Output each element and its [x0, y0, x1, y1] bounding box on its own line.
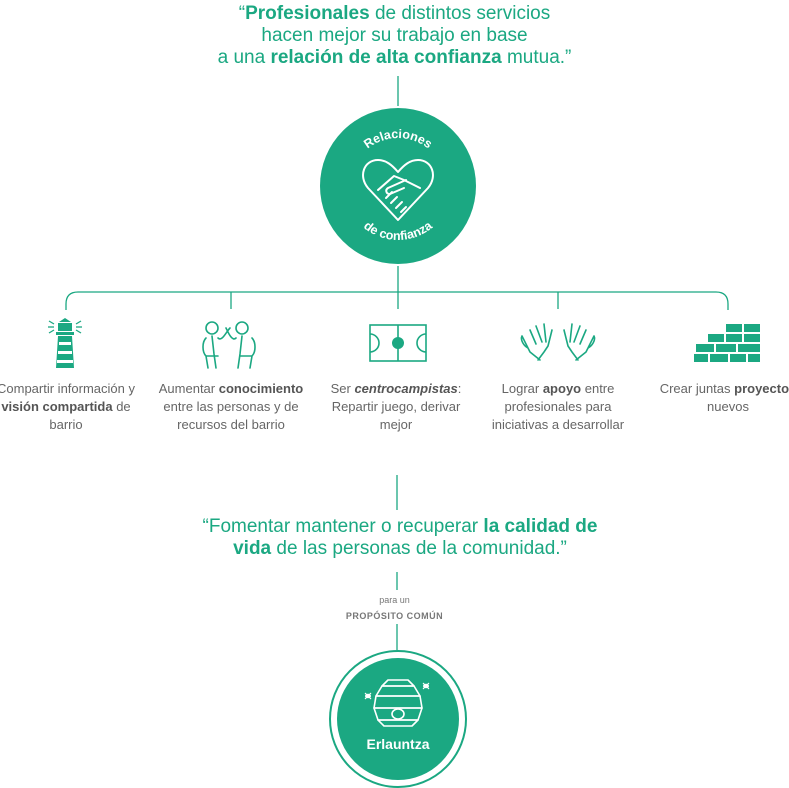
item-text-post: de barrio	[49, 399, 131, 432]
quote-bold-quality: la calidad de	[483, 516, 598, 537]
quote-open: “	[238, 3, 246, 24]
item-text-pre: Crear juntas	[659, 381, 735, 396]
lighthouse-icon	[48, 318, 82, 368]
quote-bold-trust: relación de alta confianza	[270, 47, 502, 68]
item-midfielders: Ser centrocampistas: Repartir juego, der…	[321, 380, 471, 434]
item-text-bold: proyectos	[734, 381, 789, 396]
top-quote: “Profesionales de distintos servicios ha…	[0, 3, 789, 69]
item-text-bold: centrocampistas	[354, 381, 458, 396]
item-text-post: : Repartir juego, derivar mejor	[331, 381, 462, 432]
quote-bold-professionals: Profesionales	[245, 3, 370, 24]
trust-relations-circle: Relaciones de confianza	[320, 108, 476, 264]
item-text-pre: Aumentar	[158, 381, 219, 396]
item-text-pre: Ser	[330, 381, 355, 396]
handshake-heart-icon	[362, 159, 434, 221]
item-text-bold: conocimiento	[218, 381, 304, 396]
circle-svg: Relaciones de confianza	[361, 127, 435, 243]
item-support: Lograr apoyo entre profesionales para in…	[483, 380, 633, 434]
item-text-post: entre las personas y de recursos del bar…	[163, 399, 299, 432]
item-text-bold: visión compartida	[1, 399, 113, 414]
item-projects: Crear juntas proyectos nuevos	[653, 380, 789, 416]
item-text-bold: apoyo	[542, 381, 582, 396]
purpose-title: PROPÓSITO COMÚN	[345, 611, 444, 621]
item-text-pre: Lograr	[501, 381, 543, 396]
beehive-icon	[364, 679, 430, 727]
quote-text: a una	[217, 47, 271, 68]
quote-text: de las personas de la comunidad.”	[271, 538, 567, 559]
circle-top-label: Relaciones	[361, 127, 435, 151]
erlauntza-label: Erlauntza	[366, 736, 430, 752]
item-text-pre: Compartir información y	[0, 381, 135, 396]
purpose-prefix: para un	[379, 595, 410, 605]
bottom-quote: “Fomentar mantener o recuperar la calida…	[10, 516, 789, 560]
quote-bold-life: vida	[233, 538, 272, 559]
quote-line-2: hacen mejor su trabajo en base	[261, 25, 528, 46]
quote-text: “Fomentar mantener o recuperar	[202, 516, 484, 537]
item-knowledge: Aumentar conocimiento entre las personas…	[156, 380, 306, 434]
item-text-post: nuevos	[707, 399, 749, 414]
soccer-field-icon	[369, 324, 427, 362]
brick-wall-icon	[694, 324, 760, 362]
raised-hands-icon	[520, 323, 596, 361]
item-text-post: entre profesionales para iniciativas a d…	[491, 381, 625, 432]
item-shared-vision: Compartir información y visión compartid…	[0, 380, 141, 434]
quote-text: de distintos servicios	[369, 3, 551, 24]
circle-bottom-label: de confianza	[361, 218, 435, 243]
two-people-icon	[202, 321, 256, 369]
quote-text: mutua.”	[501, 47, 572, 68]
